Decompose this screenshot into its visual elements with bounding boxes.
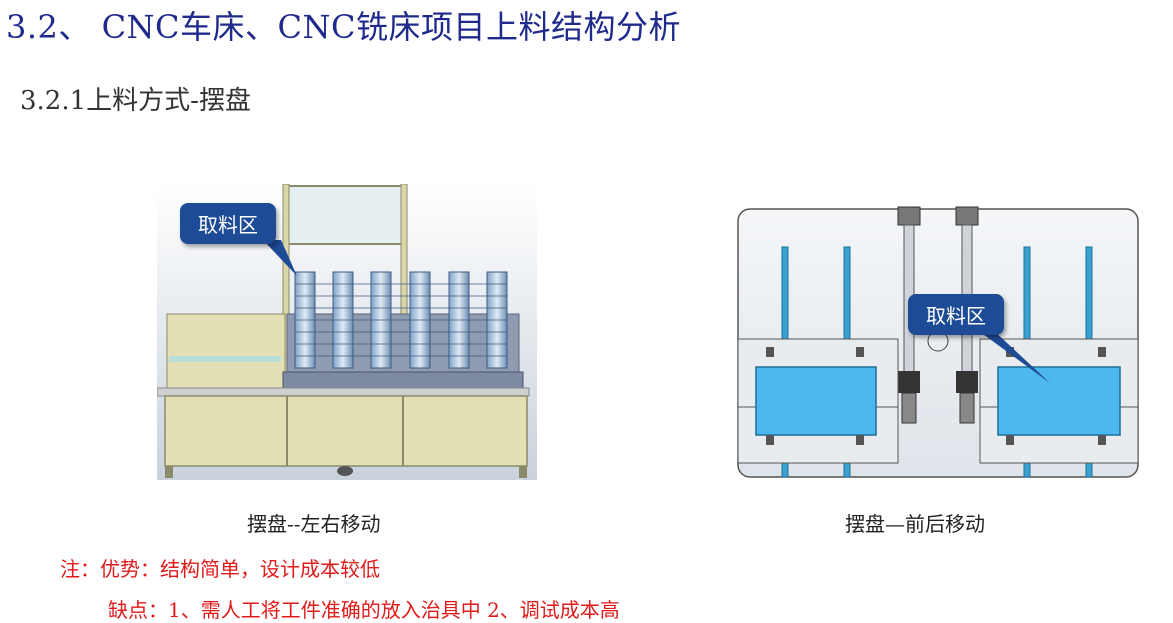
caption-front-back-move: 摆盘—前后移动 <box>845 512 985 536</box>
caption-left-right-move: 摆盘--左右移动 <box>247 512 381 536</box>
note-advantages: 注：优势：结构简单，设计成本较低 <box>60 557 380 581</box>
fixture-right <box>997 366 1121 436</box>
fixture-left <box>755 366 877 436</box>
left-right-tray-drawing <box>157 184 537 480</box>
workpiece-stacks <box>294 271 508 369</box>
section-title: 3.2、 CNC车床、CNC铣床项目上料结构分析 <box>6 8 682 46</box>
pickup-area-callout-left: 取料区 <box>180 203 276 244</box>
pickup-area-callout-right: 取料区 <box>908 294 1004 335</box>
note-disadvantages: 缺点：1、需人工将工件准确的放入治具中 2、调试成本高 <box>108 598 620 622</box>
subsection-title: 3.2.1上料方式-摆盘 <box>20 86 251 116</box>
left-right-tray-figure <box>157 184 537 480</box>
